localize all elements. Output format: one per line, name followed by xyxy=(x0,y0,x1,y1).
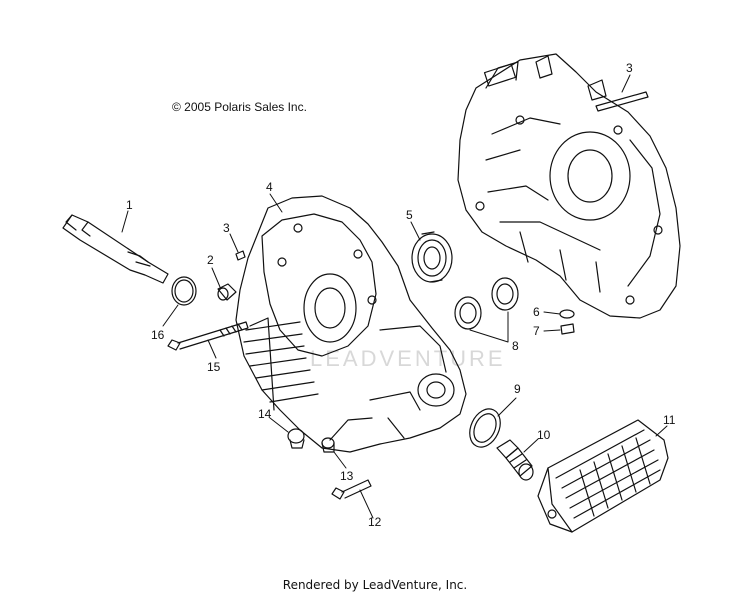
part-12-bolt xyxy=(331,479,372,500)
watermark-text: LEADVENTURE xyxy=(310,346,506,371)
callout-3-left: 3 xyxy=(223,221,230,235)
callout-9: 9 xyxy=(514,382,521,396)
footer-credit: Rendered by LeadVenture, Inc. xyxy=(282,578,468,592)
part-3-pin-right xyxy=(595,91,649,112)
callout-6: 6 xyxy=(533,305,540,319)
callout-7: 7 xyxy=(533,324,540,338)
callout-11: 11 xyxy=(663,413,676,427)
callout-4: 4 xyxy=(266,180,273,194)
part-14-plug xyxy=(287,428,305,449)
part-3-dowel-left xyxy=(235,250,246,261)
callout-15: 15 xyxy=(207,360,221,374)
part-7-plug xyxy=(560,323,575,335)
callout-10: 10 xyxy=(537,428,551,442)
copyright-text: © 2005 Polaris Sales Inc. xyxy=(172,100,307,114)
callout-16: 16 xyxy=(151,328,165,342)
callout-14: 14 xyxy=(258,407,272,421)
part-1-dipstick xyxy=(62,214,169,284)
callout-labels: 1 2 3 3 4 5 6 7 8 9 10 11 12 13 14 15 16 xyxy=(126,61,676,529)
part-9-gasket xyxy=(469,408,501,448)
callout-13: 13 xyxy=(340,469,354,483)
callout-12: 12 xyxy=(368,515,382,529)
part-2-dowel xyxy=(217,283,237,301)
part-11-cover xyxy=(537,419,669,533)
callout-1: 1 xyxy=(126,198,133,212)
callout-3-right: 3 xyxy=(626,61,633,75)
callout-8: 8 xyxy=(512,339,519,353)
part-5-bearing xyxy=(411,231,453,283)
leader-lines xyxy=(121,74,668,519)
callout-2: 2 xyxy=(207,253,214,267)
part-4-left-crankcase xyxy=(235,195,467,453)
part-8-bearings xyxy=(454,277,519,330)
part-13-plug xyxy=(321,437,335,453)
right-crankcase xyxy=(457,53,681,319)
part-15-bolt xyxy=(167,321,249,351)
part-16-o-ring xyxy=(171,276,197,306)
callout-5: 5 xyxy=(406,208,413,222)
part-6-washer xyxy=(559,309,575,319)
part-10-fitting xyxy=(496,439,534,481)
